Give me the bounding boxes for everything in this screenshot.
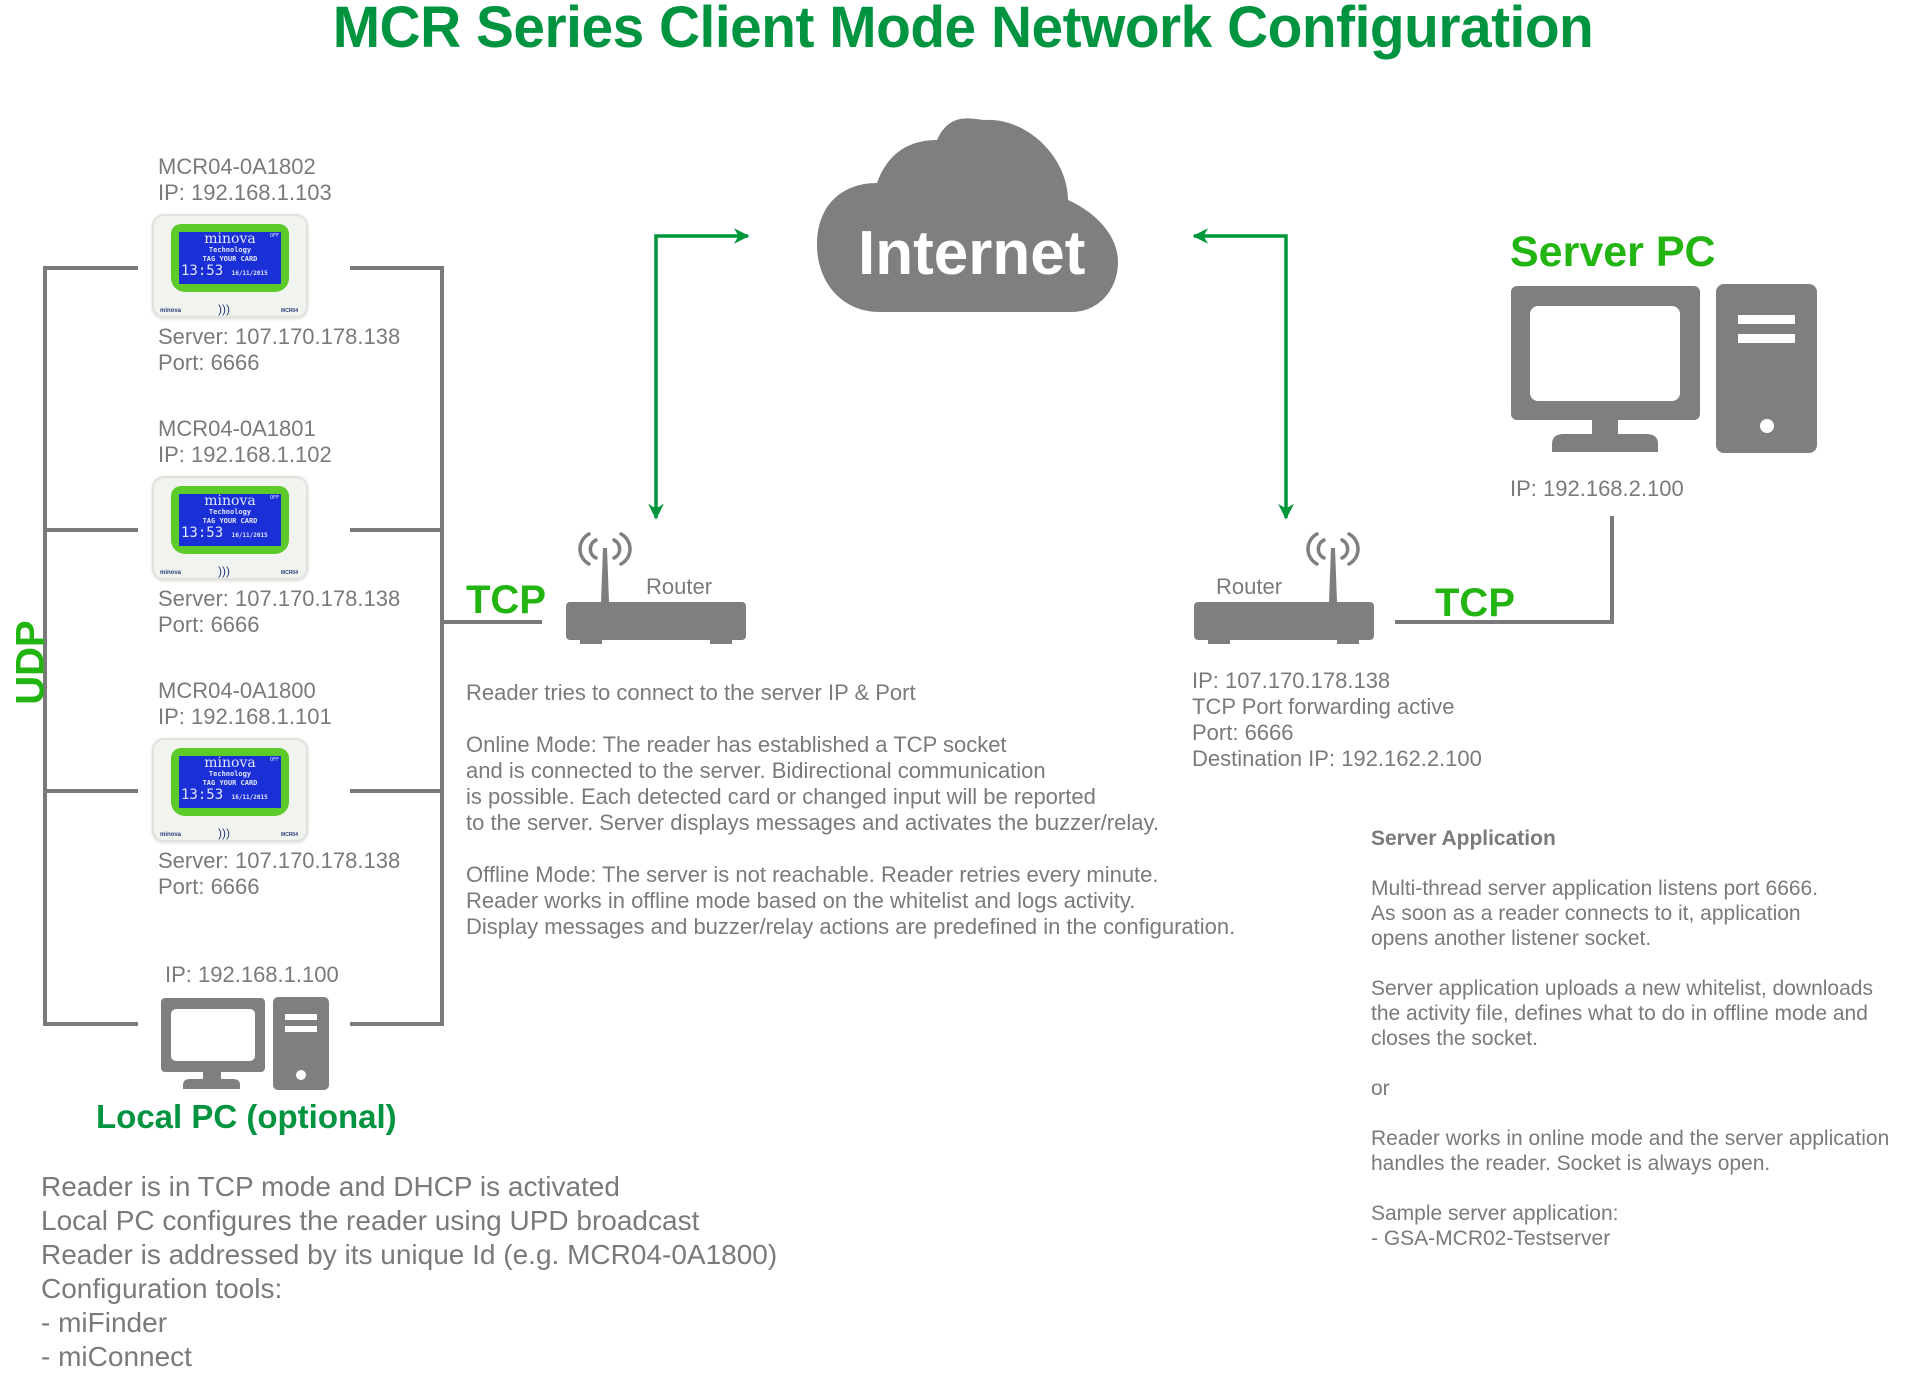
server-app-line: opens another listener socket.	[1371, 927, 1652, 950]
server-app-line: Sample server application:	[1371, 1202, 1619, 1225]
local-pc-ip: IP: 192.168.1.100	[165, 962, 339, 987]
description-line	[466, 836, 1235, 862]
local-notes: Reader is in TCP mode and DHCP is activa…	[41, 1170, 777, 1374]
description-line: Display messages and buzzer/relay action…	[466, 914, 1236, 939]
server-app-line: - GSA-MCR02-Testserver	[1371, 1227, 1611, 1250]
local-pc-icon	[161, 997, 329, 1090]
udp-label: UDP	[8, 620, 53, 705]
reader-server: Server: 107.170.178.138	[158, 848, 401, 873]
reader-ip: IP: 192.168.1.103	[158, 180, 332, 205]
server-app-line	[1371, 1101, 1889, 1126]
description-line	[466, 706, 1235, 732]
arrow-router-right-internet	[1192, 228, 1294, 520]
server-app-line: Server application uploads a new whiteli…	[1371, 977, 1873, 1000]
description-line: is possible. Each detected card or chang…	[466, 784, 1096, 809]
router-right-label: Router	[1216, 574, 1283, 599]
diagram-title: MCR Series Client Mode Network Configura…	[332, 0, 1594, 60]
server-app-line: Reader works in online mode and the serv…	[1371, 1127, 1890, 1150]
router-forwarding: TCP Port forwarding active	[1192, 694, 1455, 719]
server-app-line	[1371, 851, 1889, 876]
description-line: Offline Mode: The server is not reachabl…	[466, 862, 1159, 887]
server-pc-icon	[1511, 284, 1817, 453]
note-line: Local PC configures the reader using UPD…	[41, 1205, 700, 1236]
router-destination-ip: Destination IP: 192.162.2.100	[1192, 746, 1482, 771]
server-app-line: the activity file, defines what to do in…	[1371, 1002, 1868, 1025]
reader-server: Server: 107.170.178.138	[158, 586, 401, 611]
reader-id: MCR04-0A1800	[158, 678, 316, 703]
description-line: Online Mode: The reader has established …	[466, 732, 1007, 757]
reader-id: MCR04-0A1801	[158, 416, 316, 441]
server-application-heading: Server Application	[1371, 827, 1556, 850]
description-line: and is connected to the server. Bidirect…	[466, 758, 1046, 783]
reader-description: Reader tries to connect to the server IP…	[466, 680, 1235, 940]
server-app-line	[1371, 1176, 1889, 1201]
reader-id: MCR04-0A1802	[158, 154, 316, 179]
internet-label: Internet	[858, 219, 1086, 288]
router-left-label: Router	[646, 574, 713, 599]
reader-port: Port: 6666	[158, 874, 260, 899]
note-line: Reader is in TCP mode and DHCP is activa…	[41, 1171, 620, 1202]
reader-port: Port: 6666	[158, 612, 260, 637]
tcp-label-left: TCP	[466, 578, 546, 622]
note-line: Reader is addressed by its unique Id (e.…	[41, 1239, 778, 1270]
note-line: Configuration tools:	[41, 1273, 283, 1304]
router-right-info: IP: 107.170.178.138 TCP Port forwarding …	[1192, 668, 1482, 772]
server-pc-ip: IP: 192.168.2.100	[1510, 476, 1684, 501]
note-line: - miConnect	[41, 1341, 192, 1372]
internet-cloud-icon	[817, 118, 1118, 313]
server-app-line: handles the reader. Socket is always ope…	[1371, 1152, 1771, 1175]
reader-ip: IP: 192.168.1.102	[158, 442, 332, 467]
description-line: Reader works in offline mode based on th…	[466, 888, 1136, 913]
server-app-line	[1371, 1051, 1889, 1076]
server-app-line: closes the socket.	[1371, 1027, 1538, 1050]
server-app-line: Multi-thread server application listens …	[1371, 877, 1819, 900]
tcp-bus-left	[350, 266, 542, 1026]
udp-bus	[43, 266, 138, 1026]
server-app-line: As soon as a reader connects to it, appl…	[1371, 902, 1801, 925]
server-pc-label: Server PC	[1510, 228, 1716, 276]
tcp-link-server	[1395, 516, 1614, 624]
server-app-line	[1371, 951, 1889, 976]
description-line: Reader tries to connect to the server IP…	[466, 680, 916, 705]
description-line: to the server. Server displays messages …	[466, 810, 1159, 835]
reader-ip: IP: 192.168.1.101	[158, 704, 332, 729]
note-line: - miFinder	[41, 1307, 168, 1338]
reader-port: Port: 6666	[158, 350, 260, 375]
router-left-icon	[566, 532, 746, 644]
router-ip: IP: 107.170.178.138	[1192, 668, 1391, 693]
tcp-bus-line	[350, 266, 444, 1026]
server-application: Server Application Multi-thread server a…	[1371, 826, 1889, 1251]
tcp-label-right: TCP	[1435, 581, 1515, 625]
reader-server: Server: 107.170.178.138	[158, 324, 401, 349]
local-pc-label: Local PC (optional)	[96, 1098, 397, 1135]
router-right-icon	[1194, 532, 1374, 644]
router-port: Port: 6666	[1192, 720, 1294, 745]
udp-bus-line	[43, 266, 138, 1026]
server-app-line: or	[1371, 1077, 1390, 1100]
arrow-router-left-internet	[648, 228, 750, 520]
